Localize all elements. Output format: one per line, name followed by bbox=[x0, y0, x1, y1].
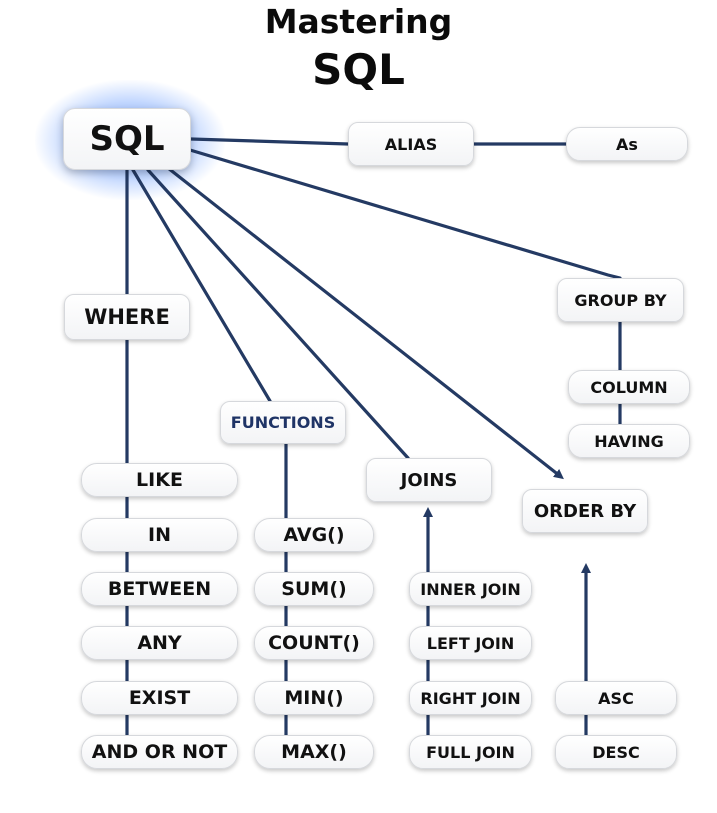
node-where: WHERE bbox=[64, 294, 190, 340]
node-functions: FUNCTIONS bbox=[220, 401, 346, 444]
where-item-between: BETWEEN bbox=[81, 572, 238, 606]
where-item-exist: EXIST bbox=[81, 681, 238, 715]
where-item-like: LIKE bbox=[81, 463, 238, 497]
where-item-any: ANY bbox=[81, 626, 238, 660]
title-line-1: Mastering bbox=[264, 2, 453, 41]
where-item-in: IN bbox=[81, 518, 238, 552]
connector-sql-joins bbox=[146, 168, 410, 460]
function-item-count: COUNT() bbox=[254, 626, 374, 660]
node-sql: SQL bbox=[63, 108, 191, 170]
node-having: HAVING bbox=[568, 424, 690, 458]
where-item-and-or-not: AND OR NOT bbox=[81, 735, 238, 769]
node-order-by: ORDER BY bbox=[522, 489, 648, 533]
function-item-avg: AVG() bbox=[254, 518, 374, 552]
node-column: COLUMN bbox=[568, 370, 690, 404]
order-item-desc: DESC bbox=[555, 735, 677, 769]
function-item-min: MIN() bbox=[254, 681, 374, 715]
connector-sql-group-by bbox=[188, 148, 622, 280]
connector-sql-functions bbox=[131, 168, 272, 403]
node-joins: JOINS bbox=[366, 458, 492, 502]
node-alias: ALIAS bbox=[348, 122, 474, 166]
join-item-inner-join: INNER JOIN bbox=[409, 572, 532, 606]
connector-sql-alias bbox=[189, 137, 350, 146]
join-item-left-join: LEFT JOIN bbox=[409, 626, 532, 660]
join-item-full-join: FULL JOIN bbox=[409, 735, 532, 769]
function-item-sum: SUM() bbox=[254, 572, 374, 606]
node-group-by: GROUP BY bbox=[557, 278, 684, 322]
title-line-2: SQL bbox=[312, 45, 405, 94]
join-item-right-join: RIGHT JOIN bbox=[409, 681, 532, 715]
order-item-asc: ASC bbox=[555, 681, 677, 715]
node-as: As bbox=[566, 127, 688, 161]
function-item-max: MAX() bbox=[254, 735, 374, 769]
connector-sql-order-by bbox=[166, 166, 564, 480]
